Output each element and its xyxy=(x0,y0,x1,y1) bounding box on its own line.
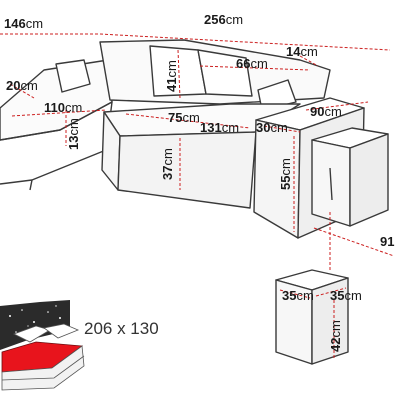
measure-75-131 xyxy=(125,113,251,129)
measure-30 xyxy=(263,125,301,133)
dim-label-37: 37cm xyxy=(160,148,175,180)
measure-14 xyxy=(299,55,319,67)
single-pouf-side xyxy=(311,277,349,365)
measure-lines xyxy=(0,33,395,360)
measure-pouf-35b xyxy=(315,287,347,297)
measure-91 xyxy=(313,227,395,257)
dim-label-13: 13cm xyxy=(66,118,81,150)
dim-label-pouf-42: 42cm xyxy=(328,320,343,352)
dim-label-90: 90cm xyxy=(310,104,342,119)
measure-41 xyxy=(177,49,181,99)
dim-label-55: 55cm xyxy=(278,158,293,190)
starry-backrest xyxy=(0,300,70,350)
pillow-white-2 xyxy=(43,323,80,339)
chaise-bottom xyxy=(29,149,107,191)
measure-90 xyxy=(305,101,369,111)
dim-label-110: 110cm xyxy=(44,100,82,115)
bed-edge xyxy=(1,355,85,381)
pillow-left xyxy=(55,59,91,93)
bed-size-label: 206 x 130 xyxy=(84,319,159,338)
back-cushion-2 xyxy=(197,49,253,97)
dim-label-pouf-35a: 35cm xyxy=(282,288,314,303)
dim-label-91: 91 xyxy=(380,234,394,249)
pouf-handle xyxy=(329,167,333,201)
dim-label-41: 41cm xyxy=(164,60,179,92)
dim-label-pouf-35b: 35cm xyxy=(330,288,362,303)
seat-face xyxy=(117,131,257,209)
measure-256 xyxy=(99,33,391,51)
measure-110 xyxy=(11,109,107,117)
right-arm-front xyxy=(253,119,301,239)
bed-mode-thumbnail: 206 x 130 xyxy=(0,300,159,391)
dim-label-30: 30cm xyxy=(256,120,288,135)
sofa-outline xyxy=(0,39,389,365)
dim-label-14: 14cm xyxy=(286,44,318,59)
dim-label-66: 66cm xyxy=(236,56,268,71)
pouf-side xyxy=(349,133,389,227)
dim-label-146: 146cm xyxy=(4,16,43,31)
dim-label-75: 75cm xyxy=(168,110,200,125)
measure-66 xyxy=(199,65,311,71)
dim-label-131: 131cm xyxy=(200,120,239,135)
dim-label-256: 256cm xyxy=(204,12,243,27)
dim-label-20: 20cm xyxy=(6,78,38,93)
measure-pouf-35a xyxy=(279,289,311,299)
